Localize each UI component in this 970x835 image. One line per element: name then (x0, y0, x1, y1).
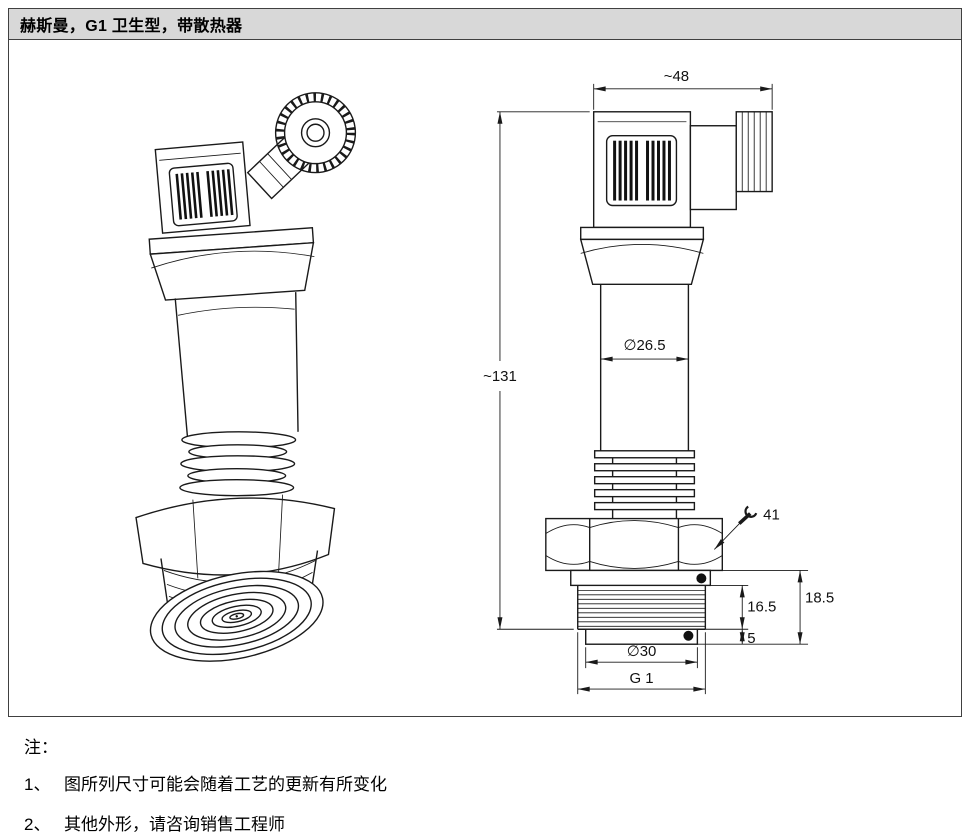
vent-slots-side (613, 140, 671, 201)
seal-seat (570, 569, 712, 587)
hex-nut-side (545, 517, 723, 572)
dim-overall-width: ~48 (593, 68, 773, 110)
drawing-frame: 赫斯曼，G1 卫生型，带散热器 (8, 8, 962, 717)
cable-gland-cap (274, 92, 357, 174)
right-dimensioned-view: ~48 ~131 ∅26.5 (483, 68, 834, 695)
dim-body-diameter: ∅26.5 (600, 337, 689, 362)
dim-thread-length-label: 16.5 (747, 598, 776, 615)
body-cylinder-side (599, 284, 690, 451)
wrench-size-label: 41 (763, 507, 780, 524)
hex-nut (135, 494, 336, 579)
note-number: 1、 (24, 775, 51, 794)
hex-adapter (148, 227, 315, 301)
dim-tip-height-label: 5 (747, 630, 755, 647)
heat-sink-fins-side (593, 450, 696, 519)
wrench-size-callout: 41 (714, 505, 780, 550)
tip-section (585, 628, 699, 645)
note-text: 其他外形，请咨询销售工程师 (64, 815, 285, 834)
title-bar: 赫斯曼，G1 卫生型，带散热器 (9, 9, 961, 40)
note-text: 图所列尺寸可能会随着工艺的更新有所变化 (64, 775, 387, 794)
heat-sink-fins (179, 431, 297, 497)
drawing-canvas: ~48 ~131 ∅26.5 (9, 40, 961, 716)
dim-pilot-diameter-label: ∅30 (627, 643, 657, 660)
connector-housing-side (592, 111, 692, 229)
dim-overall-height: ~131 (483, 111, 590, 630)
hex-adapter-side (579, 226, 705, 285)
drawing-title: 赫斯曼，G1 卫生型，带散热器 (20, 18, 243, 35)
dim-body-diameter-label: ∅26.5 (623, 337, 665, 354)
o-ring-dot (696, 573, 707, 584)
tip-seal-dot (683, 630, 694, 641)
body-cylinder (174, 292, 299, 438)
note-item: 1、 图所列尺寸可能会随着工艺的更新有所变化 (24, 770, 956, 795)
dim-right-stack: 18.5 16.5 5 (697, 569, 834, 647)
technical-drawing: ~48 ~131 ∅26.5 (135, 68, 834, 695)
vent-slots (175, 169, 234, 220)
dim-thread-spec-label: G 1 (630, 670, 654, 687)
wrench-icon (738, 505, 758, 525)
dim-thread-spec: G 1 (577, 632, 706, 695)
left-perspective-view (135, 92, 357, 662)
notes-label: 注： (24, 738, 58, 757)
note-item: 2、 其他外形，请咨询销售工程师 (24, 810, 956, 835)
connector-housing (154, 141, 251, 234)
dim-seal-height-label: 18.5 (805, 589, 834, 606)
note-number: 2、 (24, 815, 51, 834)
dim-pilot-diameter: ∅30 (585, 643, 698, 669)
cable-gland-side (689, 111, 773, 211)
thread-section (577, 585, 707, 630)
notes-section: 注： 1、 图所列尺寸可能会随着工艺的更新有所变化 2、 其他外形，请咨询销售工… (8, 717, 962, 835)
dim-overall-width-label: ~48 (664, 68, 689, 85)
diaphragm-face (149, 570, 324, 662)
dim-overall-height-label: ~131 (483, 368, 517, 385)
